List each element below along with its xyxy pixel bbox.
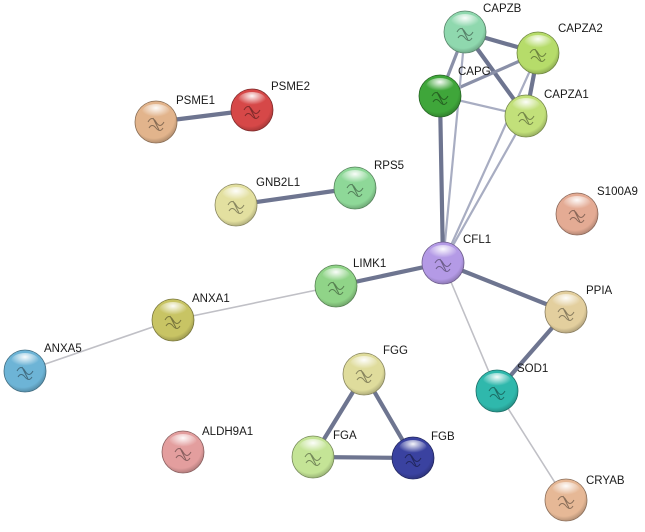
node-label-aldh9a1: ALDH9A1	[202, 426, 253, 438]
node-label-fga: FGA	[333, 430, 357, 442]
node-highlight	[169, 434, 197, 450]
node-highlight	[552, 482, 580, 498]
node-label-psme1: PSME1	[176, 95, 215, 107]
node-aldh9a1[interactable]: ALDH9A1	[161, 426, 253, 474]
node-highlight	[429, 245, 457, 261]
node-capzb[interactable]: CAPZB	[443, 3, 522, 54]
node-s100a9[interactable]: S100A9	[555, 186, 638, 236]
node-highlight	[222, 187, 250, 203]
node-highlight	[142, 104, 170, 120]
node-sod1[interactable]: SOD1	[475, 363, 548, 413]
node-label-capza2: CAPZA2	[558, 23, 603, 35]
node-highlight	[299, 439, 327, 455]
node-label-capg: CAPG	[458, 66, 491, 78]
node-label-fgb: FGB	[431, 431, 455, 443]
node-highlight	[341, 170, 369, 186]
edge-anxa1-anxa5	[24, 319, 174, 372]
node-highlight	[322, 268, 350, 284]
node-label-anxa5: ANXA5	[44, 343, 82, 355]
node-capza1[interactable]: CAPZA1	[504, 89, 589, 138]
edges-layer	[24, 29, 569, 501]
node-gnb2l1[interactable]: GNB2L1	[214, 177, 300, 227]
node-psme2[interactable]: PSME2	[230, 81, 310, 132]
node-label-rps5: RPS5	[374, 160, 404, 172]
node-rps5[interactable]: RPS5	[333, 160, 404, 210]
node-highlight	[483, 373, 511, 389]
edge-cfl1-capza2	[441, 51, 540, 265]
node-capza2[interactable]: CAPZA2	[516, 23, 603, 75]
edge-cfl1-capg	[437, 93, 446, 266]
node-highlight	[399, 440, 427, 456]
edge-sod1-cryab	[496, 390, 567, 501]
node-highlight	[524, 35, 552, 51]
node-label-capzb: CAPZB	[483, 3, 522, 15]
node-ppia[interactable]: PPIA	[544, 285, 613, 334]
node-highlight	[159, 302, 187, 318]
node-highlight	[11, 353, 39, 369]
node-cryab[interactable]: CRYAB	[544, 475, 625, 522]
edge-limk1-anxa1	[172, 285, 337, 321]
node-anxa5[interactable]: ANXA5	[3, 343, 82, 393]
node-label-fgg: FGG	[383, 345, 408, 357]
node-fgb[interactable]: FGB	[391, 431, 455, 480]
node-highlight	[451, 14, 479, 30]
node-label-ppia: PPIA	[586, 285, 613, 297]
edge-cfl1-capza1	[441, 114, 528, 265]
node-highlight	[552, 294, 580, 310]
node-label-capza1: CAPZA1	[544, 89, 589, 101]
node-psme1[interactable]: PSME1	[134, 95, 215, 144]
node-cfl1[interactable]: CFL1	[421, 234, 491, 285]
node-label-s100a9: S100A9	[597, 186, 638, 198]
node-label-limk1: LIMK1	[353, 258, 386, 270]
node-label-sod1: SOD1	[517, 363, 548, 375]
node-fgg[interactable]: FGG	[342, 345, 408, 396]
edge-cfl1-capzb	[441, 30, 467, 265]
node-highlight	[350, 356, 378, 372]
node-limk1[interactable]: LIMK1	[314, 258, 386, 308]
node-anxa1[interactable]: ANXA1	[151, 293, 230, 342]
node-highlight	[563, 196, 591, 212]
node-label-psme2: PSME2	[271, 81, 310, 93]
node-label-gnb2l1: GNB2L1	[256, 177, 300, 189]
node-label-cfl1: CFL1	[463, 234, 491, 246]
node-label-cryab: CRYAB	[586, 475, 625, 487]
node-highlight	[238, 92, 266, 108]
node-highlight	[512, 98, 540, 114]
edge-cfl1-sod1	[442, 262, 498, 392]
node-fga[interactable]: FGA	[291, 430, 357, 479]
node-highlight	[426, 78, 454, 94]
node-capg[interactable]: CAPG	[418, 66, 491, 118]
node-label-anxa1: ANXA1	[192, 293, 230, 305]
edge-cfl1-ppia	[440, 260, 569, 315]
